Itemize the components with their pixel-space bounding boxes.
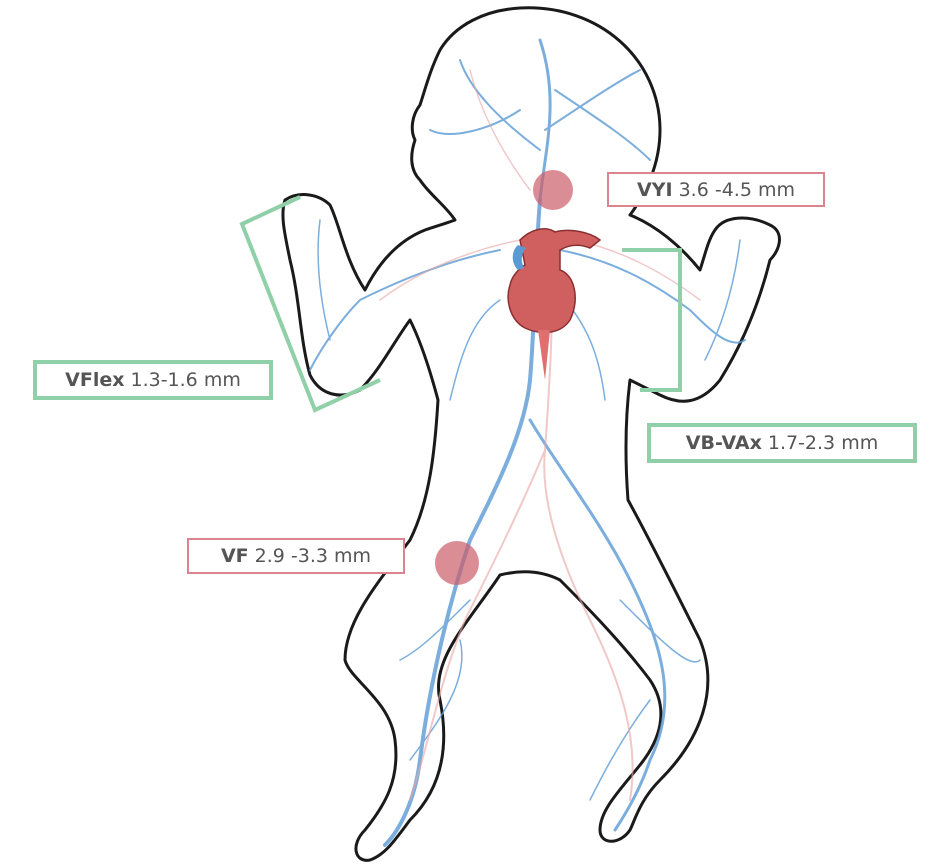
- vyi-range: 3.6 -4.5 mm: [679, 179, 795, 201]
- vflex-label: VFlex 1.3-1.6 mm: [33, 360, 273, 400]
- vyi-name: VYI: [637, 179, 673, 201]
- vyi-marker: [533, 170, 573, 210]
- vbvax-name: VB-VAx: [686, 432, 762, 454]
- vf-label: VF 2.9 -3.3 mm: [187, 538, 405, 574]
- vbvax-label: VB-VAx 1.7-2.3 mm: [647, 423, 917, 463]
- vf-range: 2.9 -3.3 mm: [255, 545, 371, 567]
- vflex-range: 1.3-1.6 mm: [130, 369, 240, 391]
- vf-marker: [435, 541, 479, 585]
- vyi-label: VYI 3.6 -4.5 mm: [607, 172, 825, 207]
- vf-name: VF: [221, 545, 249, 567]
- vflex-name: VFlex: [65, 369, 124, 391]
- vbvax-range: 1.7-2.3 mm: [768, 432, 878, 454]
